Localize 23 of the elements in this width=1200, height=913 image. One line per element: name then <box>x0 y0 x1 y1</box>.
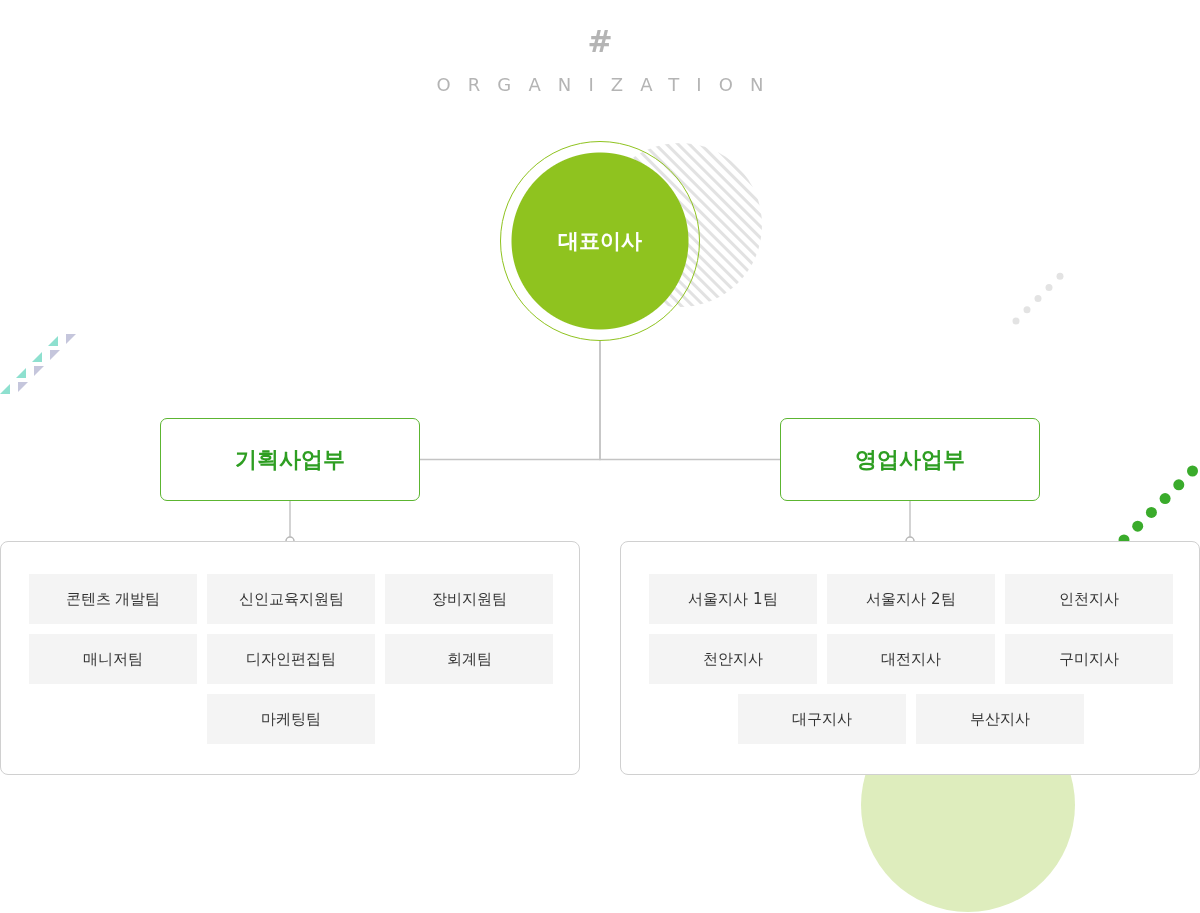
team-cell: 회계팀 <box>385 634 553 684</box>
team-cell: 서울지사 2팀 <box>827 574 995 624</box>
team-cell: 서울지사 1팀 <box>649 574 817 624</box>
team-cell: 콘텐츠 개발팀 <box>29 574 197 624</box>
department-box: 기획사업부 <box>160 418 420 501</box>
team-cell: 인천지사 <box>1005 574 1173 624</box>
department-box: 영업사업부 <box>780 418 1040 501</box>
team-panel <box>620 541 1200 775</box>
team-cell: 마케팅팀 <box>207 694 375 744</box>
connector-line <box>599 340 781 461</box>
team-cell: 장비지원팀 <box>385 574 553 624</box>
team-cell: 매니저팀 <box>29 634 197 684</box>
team-cell: 구미지사 <box>1005 634 1173 684</box>
hash-label: # <box>586 24 614 59</box>
page-title: ORGANIZATION <box>435 74 782 95</box>
team-cell: 천안지사 <box>649 634 817 684</box>
team-panel <box>0 541 580 775</box>
team-cell: 대전지사 <box>827 634 995 684</box>
team-cell: 신인교육지원팀 <box>207 574 375 624</box>
team-cell: 부산지사 <box>916 694 1084 744</box>
ceo-circle: 대표이사 <box>500 141 700 341</box>
team-cell: 대구지사 <box>738 694 906 744</box>
team-cell: 디자인편집팀 <box>207 634 375 684</box>
